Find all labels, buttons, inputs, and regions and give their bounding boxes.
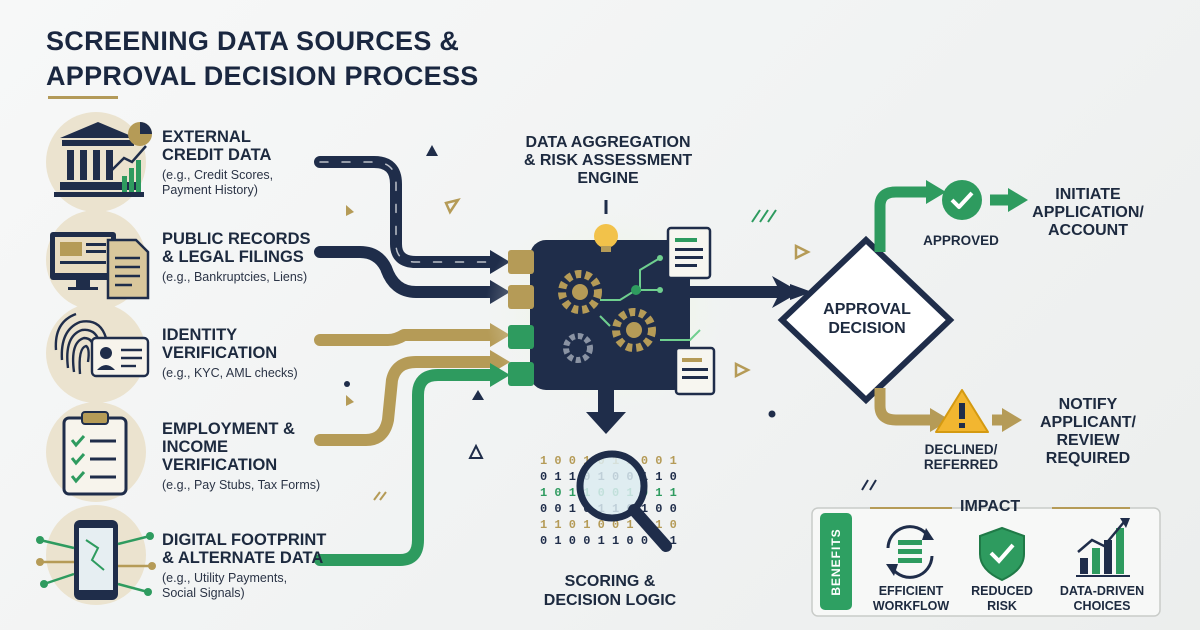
declined-outcome: NOTIFY APPLICANT/ REVIEW REQUIRED xyxy=(1040,396,1136,467)
smartphone-network-icon xyxy=(36,520,156,600)
declined-label: DECLINED/ REFERRED xyxy=(923,442,999,472)
source-subtitle: (e.g., Bankruptcies, Liens) xyxy=(162,270,308,284)
benefits-tab: BENEFITS xyxy=(820,513,852,610)
source-subtitle: (e.g., Credit Scores,Payment History) xyxy=(162,168,274,197)
public-records-icon xyxy=(50,232,150,300)
bank-credit-icon xyxy=(54,122,152,197)
impact-title: IMPACT xyxy=(960,498,1021,515)
title-line-1: SCREENING DATA SOURCES & xyxy=(46,26,460,56)
clipboard-checklist-icon xyxy=(62,411,128,496)
binary-magnifier-icon: 1 0 0 1 0 1 1 0 0 1 0 1 1 0 1 0 0 1 1 0 … xyxy=(540,450,677,552)
risk-engine xyxy=(485,200,812,434)
source-title: PUBLIC RECORDS& LEGAL FILINGS xyxy=(162,230,311,266)
title-underline xyxy=(48,96,118,99)
source-public-records: PUBLIC RECORDS& LEGAL FILINGS (e.g., Ban… xyxy=(162,230,311,285)
decision-branches xyxy=(874,180,1028,433)
source-digital-footprint: DIGITAL FOOTPRINT& ALTERNATE DATA (e.g.,… xyxy=(162,531,326,601)
page-title: SCREENING DATA SOURCES & APPROVAL DECISI… xyxy=(46,24,479,94)
bar-chart-icon xyxy=(1076,518,1130,577)
approved-outcome: INITIATE APPLICATION/ ACCOUNT xyxy=(1032,186,1144,239)
title-line-2: APPROVAL DECISION PROCESS xyxy=(46,61,479,91)
fingerprint-id-icon xyxy=(54,312,150,378)
cycle-list-icon xyxy=(886,525,934,579)
shield-check-icon xyxy=(979,526,1025,582)
benefits-tab-label: BENEFITS xyxy=(829,527,843,596)
source-subtitle: (e.g., Utility Payments,Social Signals) xyxy=(162,571,288,600)
source-subtitle: (e.g., KYC, AML checks) xyxy=(162,366,298,380)
engine-label: DATA AGGREGATION & RISK ASSESSMENT ENGIN… xyxy=(523,134,693,187)
source-subtitle: (e.g., Pay Stubs, Tax Forms) xyxy=(162,478,321,492)
decision-diamond xyxy=(777,235,955,405)
svg-text:0 1 0 0 1 1 0 0 1 1: 0 1 0 0 1 1 0 0 1 1 xyxy=(540,534,677,548)
source-flow-pipes xyxy=(314,156,501,566)
decorative-marks xyxy=(344,145,877,501)
scoring-label: SCORING & DECISION LOGIC xyxy=(543,573,677,609)
approved-label: APPROVED xyxy=(923,233,999,248)
source-title: DIGITAL FOOTPRINT& ALTERNATE DATA xyxy=(162,531,327,567)
decision-label: APPROVAL DECISION xyxy=(823,301,911,337)
